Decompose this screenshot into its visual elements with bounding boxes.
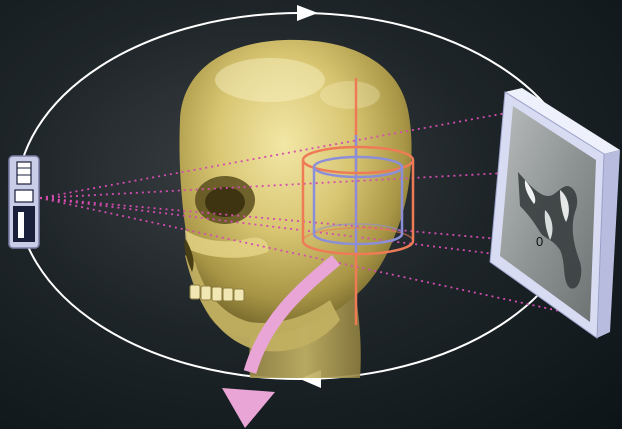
scan-image-label: 0 bbox=[536, 234, 543, 249]
arrow-right-icon bbox=[297, 5, 318, 21]
xray-source-icon bbox=[9, 156, 39, 248]
skull-head-icon bbox=[179, 40, 411, 378]
